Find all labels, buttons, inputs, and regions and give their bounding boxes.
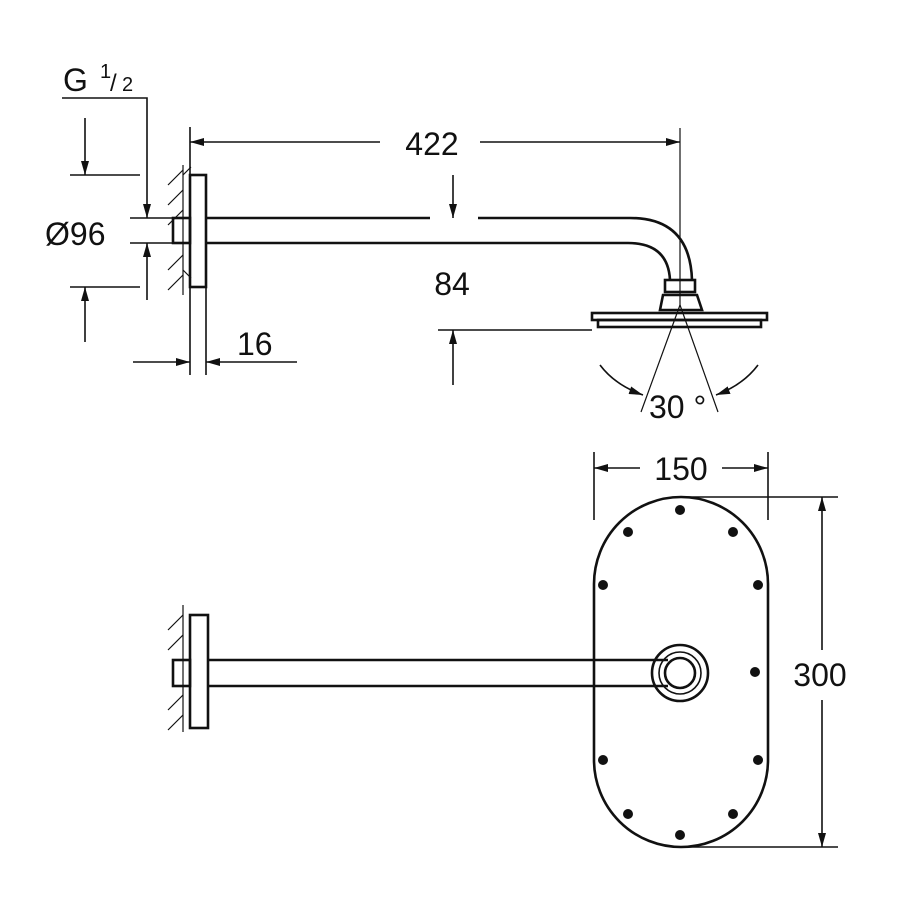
shower-head-plate (592, 495, 770, 849)
shower-head (590, 278, 769, 329)
thread-fraction-den: 2 (122, 74, 133, 96)
head-length-label: 300 (793, 657, 846, 693)
spray-angle-label: 30 ° (649, 389, 706, 425)
thread-fraction-num: 1 (100, 61, 111, 83)
flange-depth-label: 16 (237, 326, 273, 362)
spray-nozzles (598, 505, 763, 840)
shower-arm (206, 216, 694, 281)
head-width-label: 150 (654, 451, 707, 487)
thread-label: G (63, 62, 88, 98)
drop-height-label: 84 (434, 266, 470, 302)
wall-flange (188, 173, 208, 289)
side-view: 422 84 Ø96 G 1 / 2 16 30 ° (45, 61, 769, 425)
arm-rosette (650, 643, 710, 703)
shower-arm-bottom (208, 658, 668, 688)
flange-diameter-label: Ø96 (45, 216, 105, 252)
wall-flange-bottom (188, 613, 210, 730)
pipe-nipple (171, 216, 192, 245)
pipe-nipple-bottom (171, 658, 192, 688)
thread-fraction-slash: / (110, 70, 117, 97)
top-view: 150 300 (167, 451, 851, 849)
arm-length-label: 422 (405, 126, 458, 162)
wall-hatch (167, 165, 192, 295)
wall-hatch-bottom (167, 605, 184, 732)
